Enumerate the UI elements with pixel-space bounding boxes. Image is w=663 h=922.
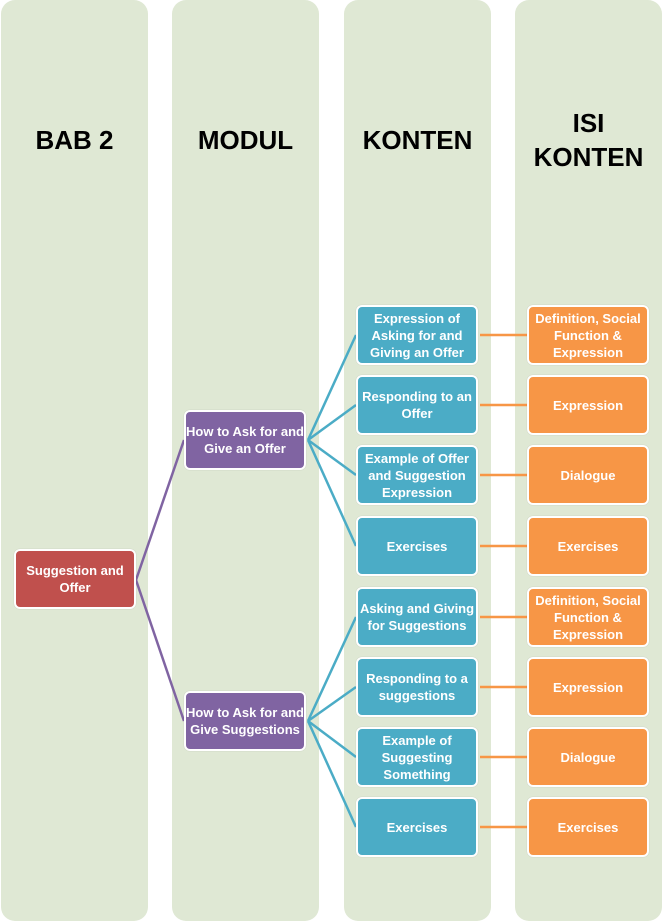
modul-konten-connector bbox=[307, 403, 357, 442]
bab-modul-connector bbox=[134, 439, 186, 581]
modul-konten-connector bbox=[307, 438, 357, 477]
header-isi-konten: ISI KONTEN bbox=[533, 108, 644, 172]
bab-modul-connector bbox=[134, 579, 186, 722]
header-modul: MODUL bbox=[197, 125, 294, 155]
modul-konten-connector bbox=[306, 616, 358, 722]
isi-konten-node: Dialogue bbox=[527, 445, 649, 505]
konten-node: Example of Suggesting Something bbox=[356, 727, 478, 787]
header-bab: BAB 2 bbox=[35, 125, 114, 155]
konten-node: Asking and Giving for Suggestions bbox=[356, 587, 478, 647]
modul-konten-connector bbox=[306, 334, 358, 441]
isi-konten-node: Definition, Social Function & Expression bbox=[527, 305, 649, 365]
modul-konten-connector bbox=[307, 720, 357, 758]
konten-node: Exercises bbox=[356, 797, 478, 857]
konten-node: Exercises bbox=[356, 516, 478, 576]
isi-konten-node: Expression bbox=[527, 657, 649, 717]
modul-konten-connector bbox=[306, 720, 358, 828]
modul-konten-connector bbox=[306, 439, 358, 547]
isi-konten-node: Exercises bbox=[527, 797, 649, 857]
header-konten: KONTEN bbox=[362, 125, 473, 155]
modul-node: How to Ask for and Give Suggestions bbox=[184, 691, 306, 751]
konten-node: Expression of Asking for and Giving an O… bbox=[356, 305, 478, 365]
modul-node: How to Ask for and Give an Offer bbox=[184, 410, 306, 470]
bab-node: Suggestion and Offer bbox=[14, 549, 136, 609]
konten-node: Responding to a suggestions bbox=[356, 657, 478, 717]
isi-konten-node: Definition, Social Function & Expression bbox=[527, 587, 649, 647]
column-bab bbox=[1, 0, 148, 921]
konten-node: Responding to an Offer bbox=[356, 375, 478, 435]
modul-konten-connector bbox=[307, 685, 357, 723]
isi-konten-node: Dialogue bbox=[527, 727, 649, 787]
konten-node: Example of Offer and Suggestion Expressi… bbox=[356, 445, 478, 505]
isi-konten-node: Exercises bbox=[527, 516, 649, 576]
isi-konten-node: Expression bbox=[527, 375, 649, 435]
